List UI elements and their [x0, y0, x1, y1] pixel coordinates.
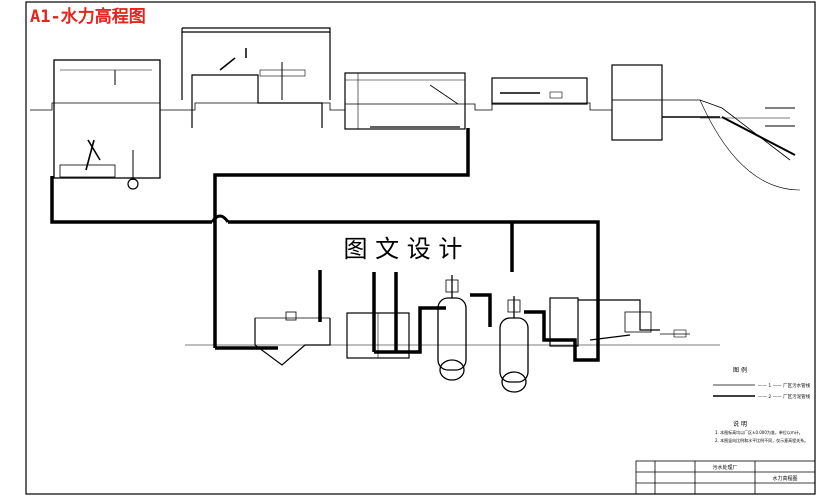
title-block — [635, 460, 816, 495]
sludge-digester-1 — [437, 275, 467, 381]
sludge-digester-2 — [499, 296, 529, 393]
drawing-title: A1-水力高程图 — [30, 6, 146, 27]
title-block-drawing: 水力高程图 — [772, 475, 797, 482]
coarse-screen-building — [181, 27, 331, 128]
legend: 图 例 —— 1 —— 厂区污水管线 —— 2 —— 厂区污泥管线 — [713, 366, 811, 400]
title-block-project: 污水处理厂 — [712, 464, 737, 471]
primary-tank — [344, 72, 466, 130]
watermark-bg — [318, 233, 488, 263]
notes-heading: 说 明 — [733, 420, 747, 428]
watermark-text: 图 文 设 计 — [344, 235, 463, 263]
legend-item-1: —— 1 —— 厂区污水管线 — [758, 382, 811, 389]
sludge-dewatering-house — [549, 297, 690, 347]
ground-line-upper — [30, 99, 791, 161]
pump-well — [53, 59, 161, 190]
outfall-tank — [611, 64, 801, 191]
pipe-crossover — [210, 214, 230, 223]
secondary-clarifier — [254, 311, 331, 366]
note-1: 1. 本图标高均以厂区±0.000为准，单位以m计。 — [715, 429, 803, 435]
legend-item-2: —— 2 —— 厂区污泥管线 — [758, 393, 811, 400]
drawing-frame — [25, 1, 816, 495]
note-2: 2. 本图竖向比例和水平比例不同，仅示意高程关系。 — [715, 437, 808, 443]
legend-heading: 图 例 — [733, 366, 747, 374]
aeration-tank — [491, 77, 588, 105]
main-process-pipes — [50, 128, 600, 362]
disinfection-tank — [346, 312, 410, 359]
notes: 说 明 1. 本图标高均以厂区±0.000为准，单位以m计。 2. 本图竖向比例… — [715, 420, 808, 443]
